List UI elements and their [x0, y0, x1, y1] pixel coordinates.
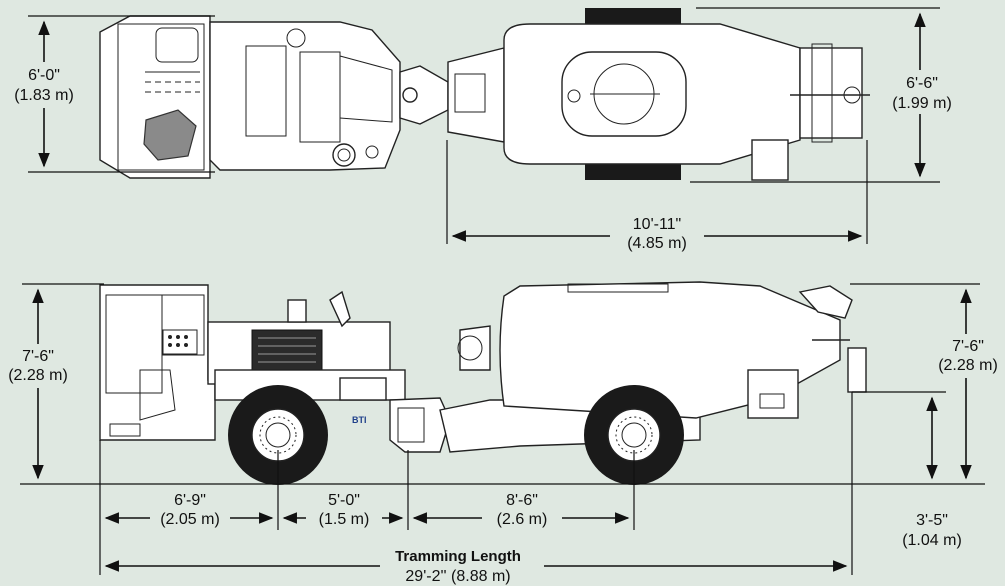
side-view: BTI 7'-6" (2 — [2, 281, 1004, 586]
mixer-length-metric: (4.85 m) — [627, 235, 687, 252]
dim-wheelbase-rear: 8'-6" (2.6 m) — [412, 490, 630, 530]
side-mixer — [457, 281, 867, 419]
front-overhang-metric: (2.05 m) — [160, 511, 220, 528]
dim-mixer-height: 7'-6" (2.28 m) — [850, 283, 1004, 480]
tramming-length-value: 29'-2'' (8.88 m) — [405, 568, 510, 585]
discharge-height-imperial: 3'-5" — [916, 512, 948, 529]
mixer-height-imperial: 7'-6" — [952, 338, 984, 355]
cab-width-imperial: 6'-0" — [28, 67, 60, 84]
wheelbase-front-imperial: 5'-0" — [328, 492, 360, 509]
plan-cab — [99, 15, 211, 179]
cab-height-imperial: 7'-6" — [22, 348, 54, 365]
wheelbase-rear-imperial: 8'-6" — [506, 492, 538, 509]
plan-mixer-unit — [447, 8, 870, 181]
mixer-width-metric: (1.99 m) — [892, 95, 952, 112]
bti-logo: BTI — [352, 415, 367, 425]
dim-cab-height: 7'-6" (2.28 m) — [2, 283, 104, 480]
dim-mixer-length: 10'-11" (4.85 m) — [446, 140, 868, 254]
discharge-height-metric: (1.04 m) — [902, 532, 962, 549]
side-front-wheel — [228, 385, 328, 485]
mixer-length-imperial: 10'-11" — [633, 216, 681, 233]
operator-seat-icon — [143, 109, 197, 161]
side-rear-wheel — [584, 385, 684, 485]
side-engine — [207, 290, 406, 401]
dim-tramming-length: Tramming Length 29'-2'' (8.88 m) — [104, 546, 848, 586]
wheelbase-front-metric: (1.5 m) — [319, 511, 370, 528]
side-cab — [99, 284, 216, 441]
mixer-height-metric: (2.28 m) — [938, 357, 998, 374]
plan-articulation-joint — [399, 65, 449, 125]
mixer-width-imperial: 6'-6" — [906, 75, 938, 92]
dim-mixer-width: 6'-6" (1.99 m) — [690, 7, 964, 183]
dim-discharge-height: 3'-5" (1.04 m) — [852, 391, 962, 549]
plan-front-frame — [209, 21, 401, 171]
front-overhang-imperial: 6'-9" — [174, 492, 206, 509]
tramming-length-label: Tramming Length — [395, 548, 521, 565]
plan-view: 6'-0" (1.83 m) 6'-6" (1.99 m) 10'-11" (4… — [10, 7, 964, 254]
cab-height-metric: (2.28 m) — [8, 367, 68, 384]
dim-cab-width: 6'-0" (1.83 m) — [10, 15, 215, 173]
dim-front-overhang: 6'-9" (2.05 m) — [104, 490, 274, 530]
cab-width-metric: (1.83 m) — [14, 87, 74, 104]
wheelbase-rear-metric: (2.6 m) — [497, 511, 548, 528]
dim-wheelbase-front: 5'-0" (1.5 m) — [282, 490, 404, 530]
